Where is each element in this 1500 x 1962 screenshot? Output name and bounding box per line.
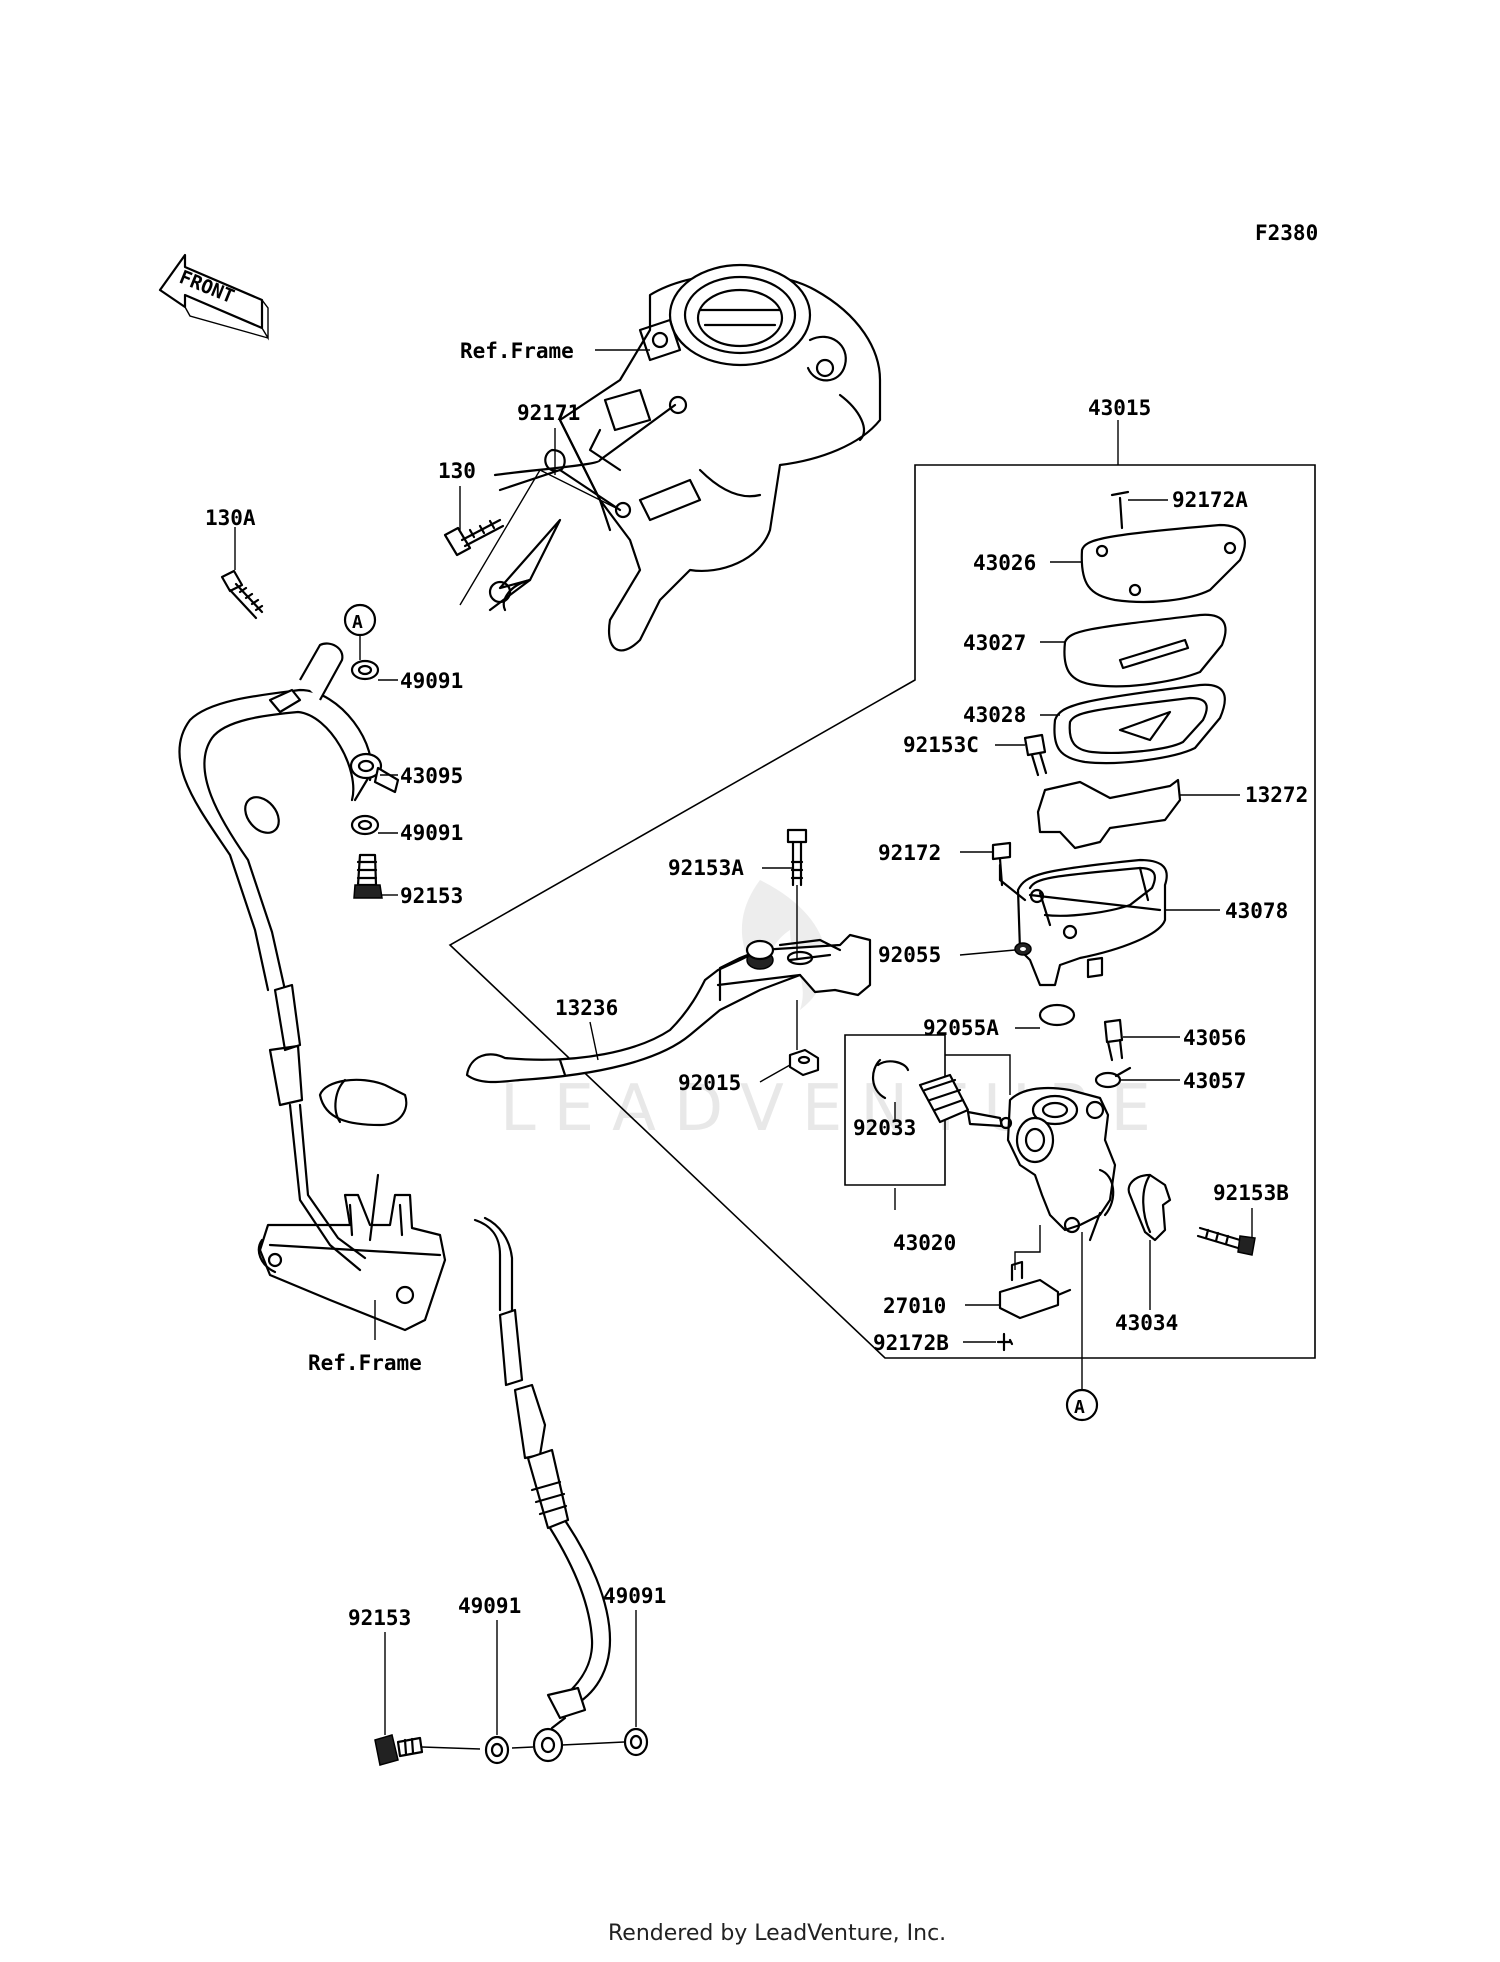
label-92153A: 92153A [668,856,744,880]
lever-13236-drawing [465,933,872,1084]
label-92172B: 92172B [873,1331,949,1355]
label-92153C: 92153C [903,733,979,757]
stay-leader [459,469,621,606]
nut-92015-drawing [788,1048,820,1077]
label-43056: 43056 [1183,1026,1246,1050]
label-43027: 43027 [963,631,1026,655]
leader-92015 [759,1064,791,1083]
label-27010: 27010 [883,1294,946,1318]
bleeder-43056-drawing [1103,1018,1124,1062]
label-49091-mid: 49091 [400,821,463,845]
leader-bottom-assembly [421,1741,625,1750]
label-92153-bottom: 92153 [348,1606,411,1630]
clutch-line-lower [473,1216,612,1720]
leader-switch-bracket [1014,1225,1041,1270]
diagram-code: F2380 [1255,221,1318,245]
bolt-130-drawing [443,518,505,557]
label-130A: 130A [205,506,256,530]
label-43026: 43026 [973,551,1036,575]
label-49091-top: 49091 [400,669,463,693]
callout-A-top-letter: A [352,612,363,633]
front-arrow-icon: FRONT [158,253,269,341]
banjo-lower-drawing [374,1716,649,1766]
label-43078: 43078 [1225,899,1288,923]
label-130: 130 [438,459,476,483]
callout-A-bottom-letter: A [1074,1397,1085,1418]
label-43015: 43015 [1088,396,1151,420]
screw-92172-drawing [991,841,1012,887]
leader-kit-bracket [945,1054,1011,1095]
hose-clamp-drawing [318,1078,408,1242]
label-43095: 43095 [400,764,463,788]
label-49091-bottom-1: 49091 [458,1594,521,1618]
banjo-43095-drawing [349,659,400,899]
label-13272: 13272 [1245,783,1308,807]
assembly-box-43015 [448,464,1316,1359]
screw-92172B-drawing [996,1332,1014,1352]
diaphragm-plate-43027 [1063,613,1227,688]
clutch-hose-upper [178,642,373,1272]
gasket-13272-drawing [1036,778,1182,850]
leader-92055 [959,949,1016,956]
ref-frame-top-drawing [488,263,882,652]
switch-27010-drawing [998,1260,1072,1320]
bolt-130A-drawing [220,569,264,620]
label-92172A: 92172A [1172,488,1248,512]
o-ring-92055A-drawing [1038,1003,1076,1027]
label-13236: 13236 [555,996,618,1020]
label-49091-bottom-2: 49091 [603,1584,666,1608]
pivot-bolt-92153A-drawing [786,828,808,887]
label-92172: 92172 [878,841,941,865]
bolt-92153B-drawing [1196,1226,1256,1256]
reservoir-cap-43026 [1080,490,1246,604]
o-ring-92055-drawing [1014,942,1032,956]
label-ref-frame-bottom: Ref.Frame [308,1351,422,1375]
label-43028: 43028 [963,703,1026,727]
label-43020: 43020 [893,1231,956,1255]
diaphragm-43028 [1053,683,1226,765]
label-92055: 92055 [878,943,941,967]
label-92153B: 92153B [1213,1181,1289,1205]
label-92153-top: 92153 [400,884,463,908]
label-ref-frame-top: Ref.Frame [460,339,574,363]
footer-credit: Rendered by LeadVenture, Inc. [608,1921,946,1946]
leader-13236 [589,1021,599,1061]
label-43057: 43057 [1183,1069,1246,1093]
repair-kit-box-43020 [844,1034,946,1186]
clamp-43034-drawing [1127,1173,1172,1242]
ref-frame-bottom-drawing [257,1193,447,1332]
bolt-92153C-drawing [1023,733,1048,777]
label-43034: 43034 [1115,1311,1178,1335]
repair-kit-parts [872,1058,1013,1130]
label-92015: 92015 [678,1071,741,1095]
label-92171: 92171 [517,401,580,425]
label-92055A: 92055A [923,1016,999,1040]
master-cylinder-body [1006,1086,1117,1242]
label-92033: 92033 [853,1116,916,1140]
reservoir-43078-drawing [998,858,1168,987]
